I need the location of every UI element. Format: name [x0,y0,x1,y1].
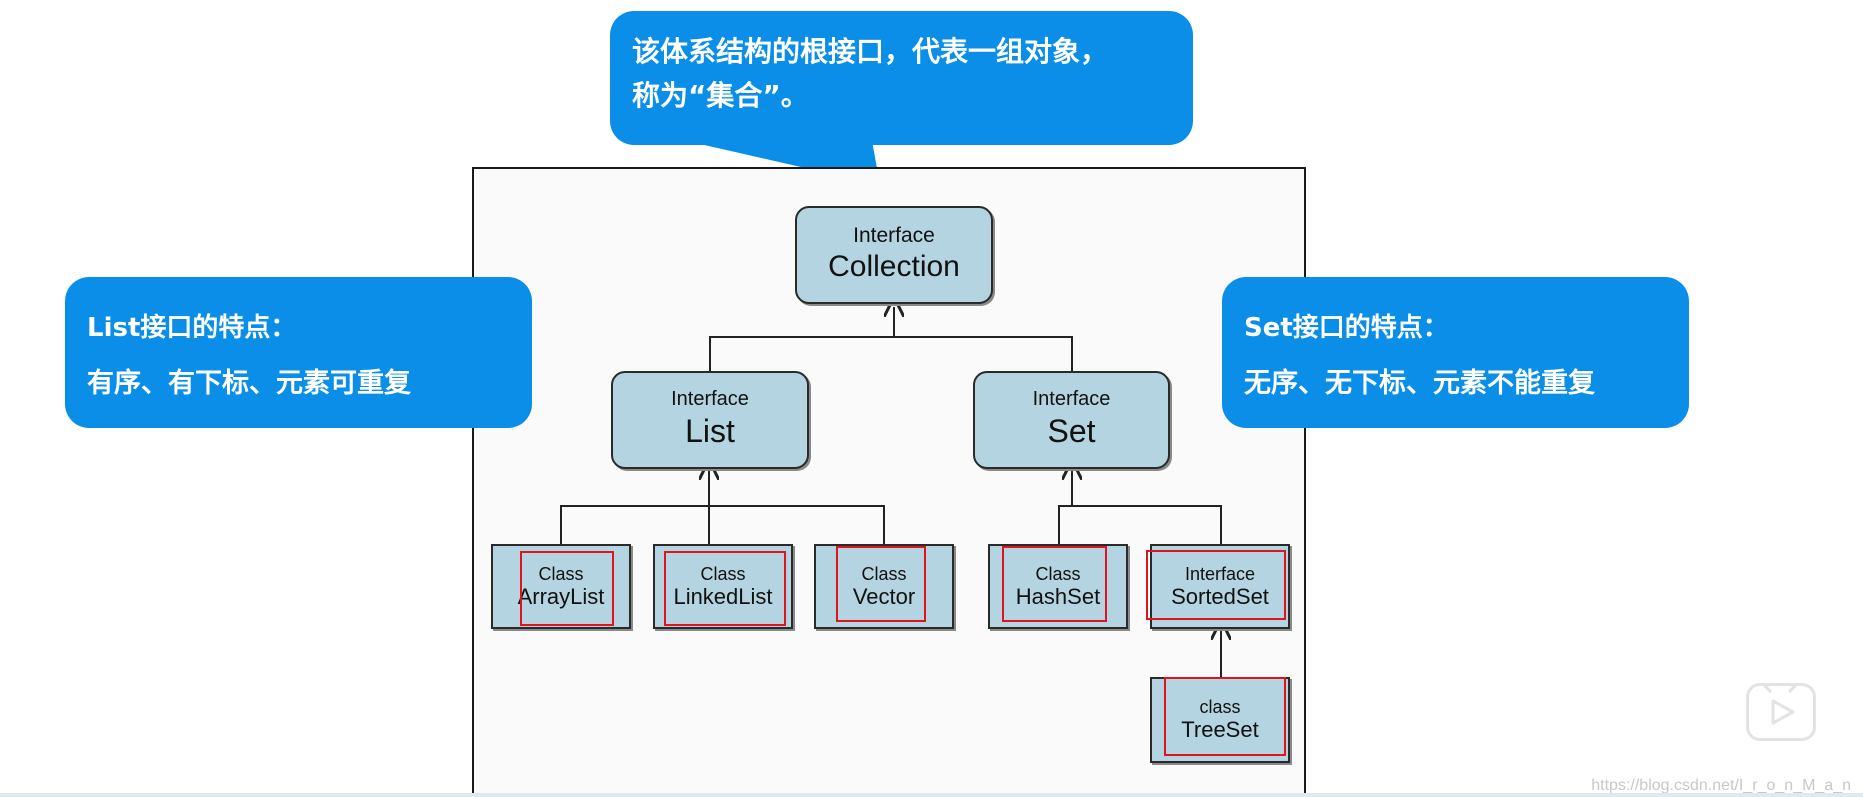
node-list: Interface List [611,371,809,469]
node-set-name: Set [1047,413,1096,449]
node-hashset: Class HashSet [988,544,1128,629]
highlight-vector [836,546,926,622]
node-collection: Interface Collection [795,206,993,304]
highlight-arraylist [520,551,614,626]
node-set: Interface Set [973,371,1170,469]
node-arraylist: Class ArrayList [491,544,631,629]
node-list-name: List [685,413,735,449]
node-collection-name: Collection [828,250,960,283]
node-hashset-kind: Class [1035,564,1081,584]
node-linkedlist-kind: Class [700,564,746,584]
node-linkedlist: Class LinkedList [653,544,793,629]
node-set-kind: Interface [1032,388,1111,410]
node-sortedset-name: SortedSet [1171,584,1269,609]
highlight-treeset [1164,677,1286,756]
callout-left: List接口的特点： 有序、有下标、元素可重复 [65,277,532,428]
bottom-strip [0,793,1863,797]
connector-list-set-to-collection [709,336,1073,371]
highlight-hashset [1002,546,1107,622]
node-vector-kind: Class [861,564,907,584]
callout-top-line1: 该体系结构的根接口，代表一组对象， [632,35,1109,68]
node-treeset: class TreeSet [1150,677,1290,763]
node-treeset-name: TreeSet [1181,717,1259,742]
callout-left-line2: 有序、有下标、元素可重复 [87,368,411,399]
highlight-sortedset [1146,550,1286,620]
node-sortedset-kind: Interface [1184,564,1256,584]
play-triangle-icon [1761,682,1799,725]
node-hashset-name: HashSet [1015,584,1101,609]
callout-top-tail [700,102,885,185]
highlight-linkedlist [664,551,786,626]
callout-top-line2: 称为“集合”。 [632,79,809,112]
callout-top: 该体系结构的根接口，代表一组对象， 称为“集合”。 [610,11,1193,145]
node-arraylist-name: ArrayList [517,584,605,609]
callout-right-line1: Set接口的特点： [1244,313,1449,343]
node-sortedset: Interface SortedSet [1150,544,1290,629]
play-icon[interactable] [1746,682,1816,741]
callout-right: Set接口的特点： 无序、无下标、元素不能重复 [1222,277,1689,428]
node-collection-kind: Interface [853,224,935,247]
connector-set-children [1058,505,1222,544]
callout-right-line2: 无序、无下标、元素不能重复 [1244,368,1595,399]
node-arraylist-kind: Class [538,564,584,584]
node-list-kind: Interface [671,388,749,410]
watermark-text: https://blog.csdn.net/I_r_o_n_M_a_n [1591,777,1851,794]
node-linkedlist-name: LinkedList [673,584,773,609]
node-treeset-kind: class [1199,697,1241,717]
callout-left-line1: List接口的特点： [87,313,297,343]
connector-list-classes [560,505,885,544]
node-vector-name: Vector [852,584,916,609]
